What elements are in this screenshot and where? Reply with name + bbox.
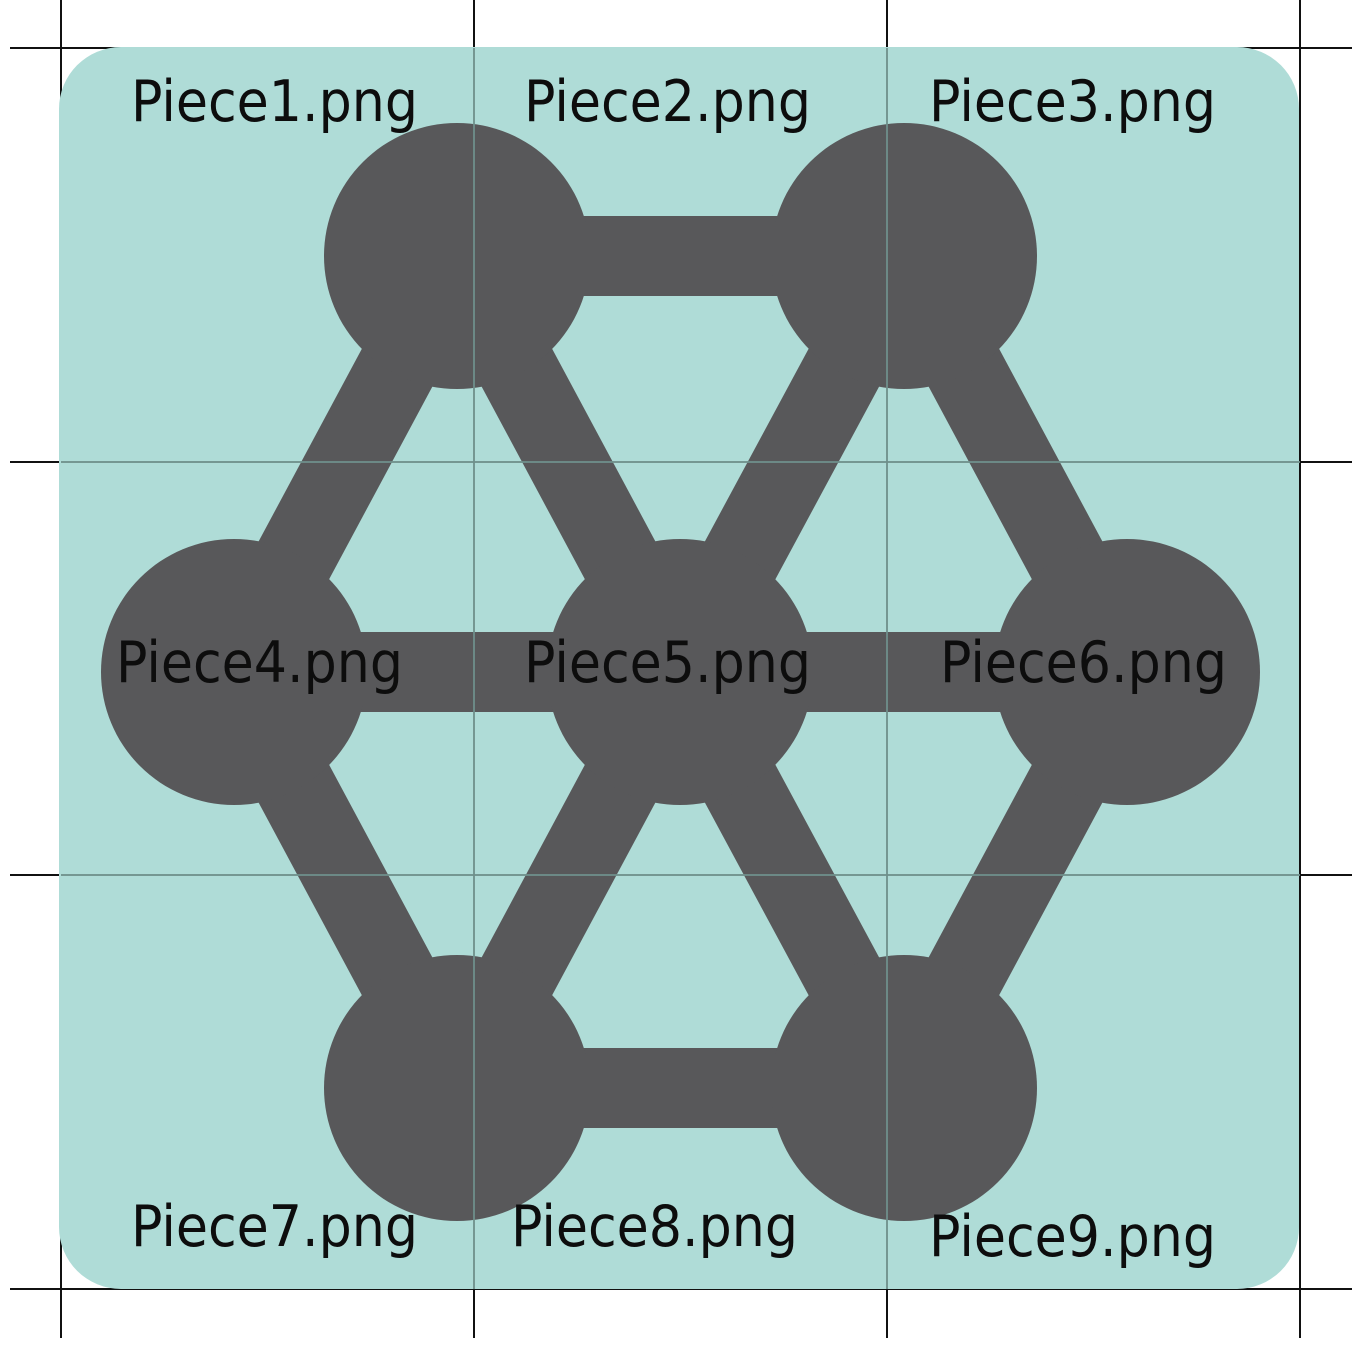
network-node bbox=[771, 123, 1037, 389]
piece-label-2: Piece2.png bbox=[524, 69, 811, 135]
network-node bbox=[324, 123, 590, 389]
network-node bbox=[771, 955, 1037, 1221]
piece-labels: Piece1.png Piece2.png Piece3.png Piece4.… bbox=[116, 69, 1227, 1270]
piece-label-4: Piece4.png bbox=[116, 630, 403, 696]
network-node bbox=[994, 539, 1260, 805]
piece-label-8: Piece8.png bbox=[511, 1194, 798, 1260]
piece-label-9: Piece9.png bbox=[929, 1204, 1216, 1270]
network-node bbox=[324, 955, 590, 1221]
piece-label-5: Piece5.png bbox=[524, 630, 811, 696]
piece-label-6: Piece6.png bbox=[940, 630, 1227, 696]
molecule-network-icon bbox=[101, 123, 1260, 1221]
piece-label-7: Piece7.png bbox=[131, 1194, 418, 1260]
piece-grid bbox=[61, 48, 1300, 1289]
piece-label-3: Piece3.png bbox=[929, 69, 1216, 135]
network-node bbox=[547, 539, 813, 805]
piece-label-1: Piece1.png bbox=[131, 69, 418, 135]
network-node bbox=[101, 539, 367, 805]
